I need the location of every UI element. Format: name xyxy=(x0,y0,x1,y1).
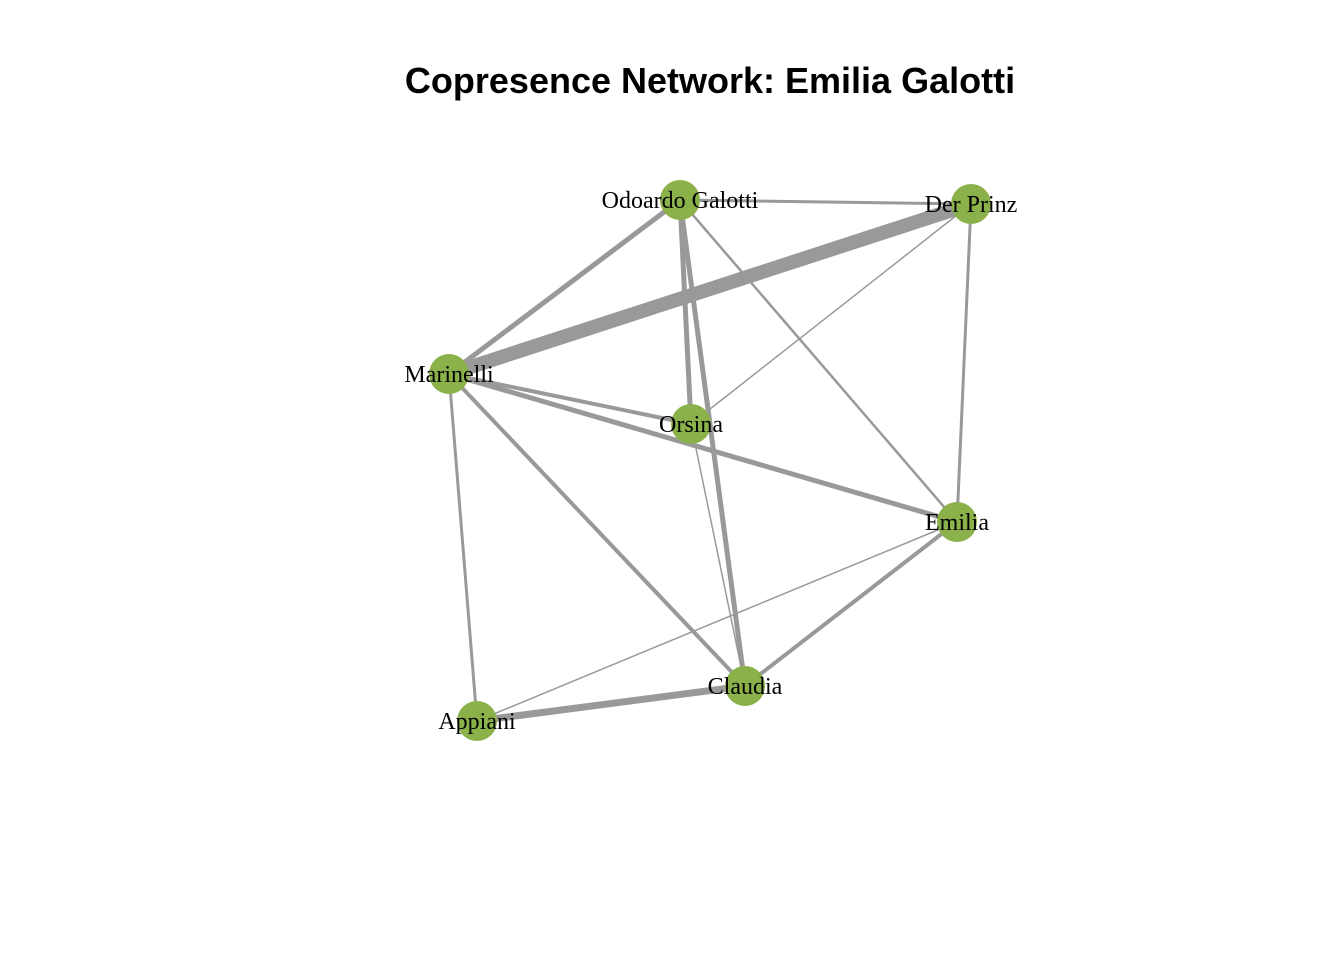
edge-emilia-claudia xyxy=(743,520,959,688)
edge-orsina-claudia xyxy=(690,423,746,687)
node-orsina xyxy=(671,404,711,444)
edge-odoardo-marinelli xyxy=(447,198,682,376)
edge-odoardo-emilia xyxy=(679,199,958,523)
node-label-emilia: Emilia xyxy=(925,510,989,536)
edge-emilia-appiani xyxy=(476,521,958,722)
node-label-marinelli: Marinelli xyxy=(404,362,494,388)
node-label-claudia: Claudia xyxy=(708,674,783,700)
edge-prinz-marinelli xyxy=(446,197,974,381)
edge-odoardo-orsina xyxy=(677,199,694,425)
diagram-title: Copresence Network: Emilia Galotti xyxy=(405,60,1015,101)
node-label-orsina: Orsina xyxy=(659,412,723,438)
node-emilia xyxy=(937,502,977,542)
edge-odoardo-claudia xyxy=(677,199,748,687)
edge-marinelli-orsina xyxy=(448,372,692,426)
edge-odoardo-prinz xyxy=(679,198,972,206)
edge-marinelli-claudia xyxy=(447,372,747,688)
edge-layer xyxy=(446,197,974,725)
edge-marinelli-emilia xyxy=(448,371,958,525)
node-odoardo xyxy=(660,180,700,220)
node-label-odoardo: Odoardo Galotti xyxy=(602,188,759,214)
edge-marinelli-appiani xyxy=(447,373,479,722)
edge-prinz-emilia xyxy=(955,203,973,523)
node-claudia xyxy=(725,666,765,706)
edge-claudia-appiani xyxy=(476,682,746,725)
edge-prinz-orsina xyxy=(690,203,972,425)
node-marinelli xyxy=(429,354,469,394)
node-appiani xyxy=(457,701,497,741)
label-layer: Odoardo Galotti Der PrinzMarinelliOrsinaE… xyxy=(404,188,1017,735)
node-layer xyxy=(429,180,991,741)
node-label-prinz: Der Prinz xyxy=(925,192,1018,218)
node-prinz xyxy=(951,184,991,224)
node-label-appiani: Appiani xyxy=(438,709,516,735)
